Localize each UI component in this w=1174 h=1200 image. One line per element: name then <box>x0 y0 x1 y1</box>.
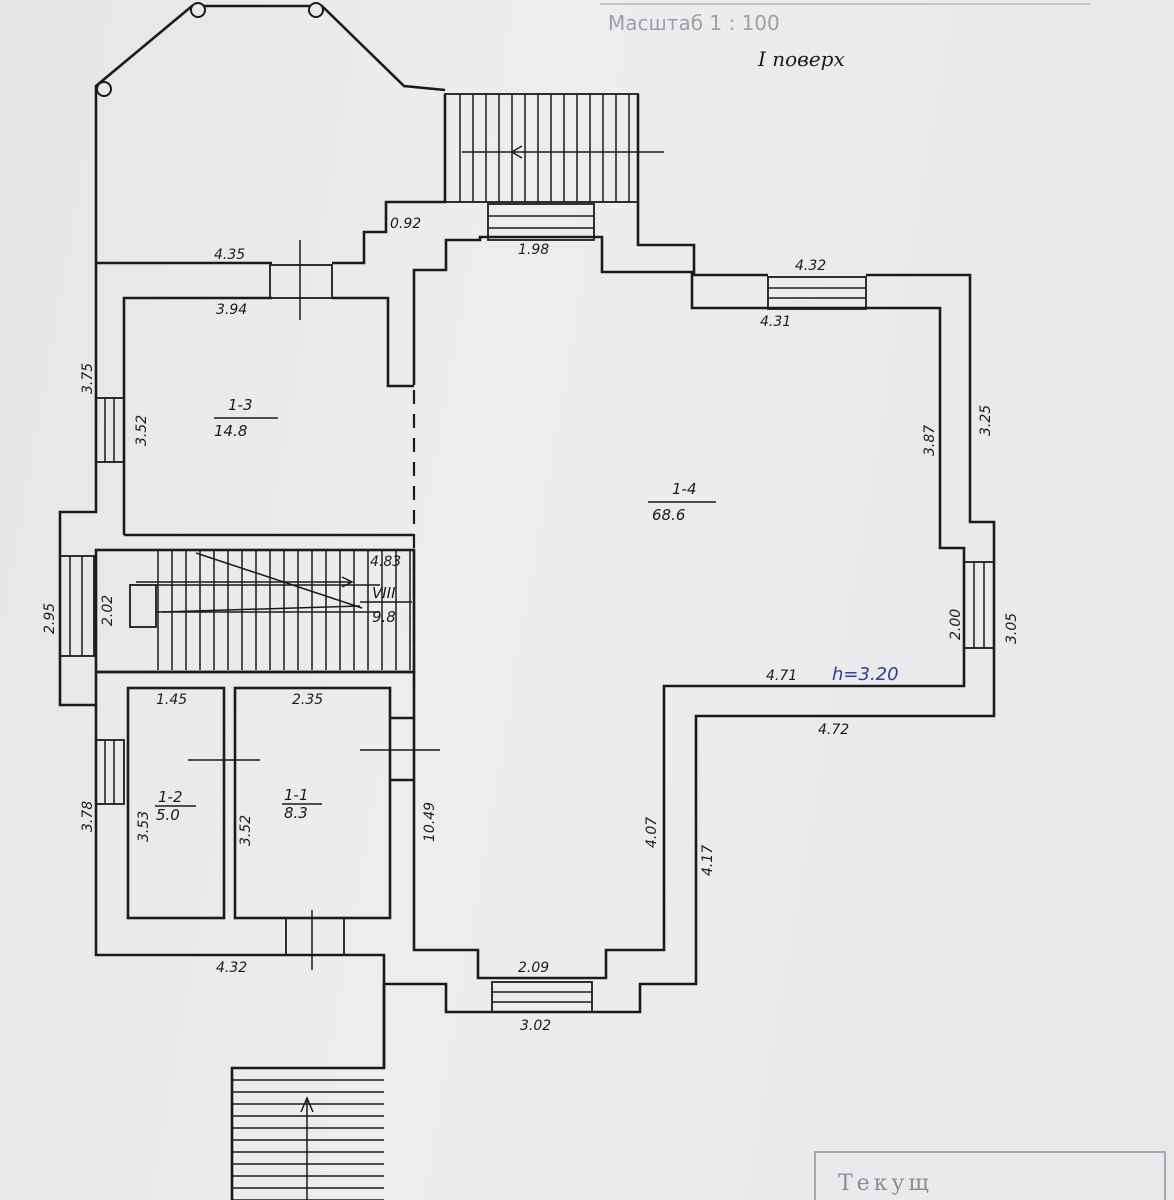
dim-2-02: 2.02 <box>100 595 116 626</box>
dim-3-52-top: 3.52 <box>134 415 150 446</box>
dim-4-17: 4.17 <box>700 845 716 876</box>
room-2-outline <box>126 686 226 920</box>
dim-4-83: 4.83 <box>370 554 401 570</box>
room-4-area: 68.6 <box>652 506 685 524</box>
dim-0-92: 0.92 <box>390 216 421 232</box>
outer-wall-top <box>96 94 447 265</box>
dim-3-52-bottom: 3.52 <box>238 815 254 846</box>
scale-label: Масштаб 1 : 100 <box>608 11 780 35</box>
dim-4-31: 4.31 <box>760 314 791 330</box>
dim-3-25: 3.25 <box>978 405 994 436</box>
room-3-area: 14.8 <box>214 422 247 440</box>
title-block-text: Текущ <box>838 1171 933 1196</box>
rooms-1-2-wall <box>94 670 416 705</box>
dim-3-75: 3.75 <box>80 363 96 394</box>
room-3-wall <box>122 296 414 535</box>
dim-4-35: 4.35 <box>214 247 245 263</box>
dim-2-00: 2.00 <box>948 609 964 640</box>
room-4-inner-wall <box>412 235 966 980</box>
floor-label: I поверх <box>757 47 845 71</box>
top-stair <box>444 93 664 241</box>
entrance-stair <box>232 1079 384 1200</box>
dim-3-94: 3.94 <box>216 302 247 318</box>
dim-3-05: 3.05 <box>1004 613 1020 644</box>
dim-2-95: 2.95 <box>42 603 58 634</box>
outer-wall-right <box>382 94 996 1068</box>
room-viii-number: VIII <box>372 584 396 602</box>
room-1-number: 1-1 <box>284 786 309 804</box>
dim-4-07: 4.07 <box>644 817 660 848</box>
room-4-number: 1-4 <box>672 480 697 498</box>
dim-4-32-top: 4.32 <box>795 258 826 274</box>
dim-4-71: 4.71 <box>766 668 797 684</box>
dim-1-98: 1.98 <box>518 242 549 258</box>
room-1-area: 8.3 <box>284 804 308 822</box>
internal-stair <box>94 548 416 674</box>
veranda-outline <box>94 4 446 263</box>
room-2-area: 5.0 <box>156 806 180 824</box>
dim-4-32-bottom: 4.32 <box>216 960 247 976</box>
dim-10-49: 10.49 <box>422 802 438 842</box>
dim-3-02: 3.02 <box>520 1018 551 1034</box>
room-1-outline <box>233 686 392 920</box>
dim-2-35: 2.35 <box>292 692 323 708</box>
dim-3-53: 3.53 <box>136 811 152 842</box>
outer-wall <box>58 263 386 1200</box>
dim-4-72: 4.72 <box>818 722 849 738</box>
title-block-frame <box>814 1151 1166 1200</box>
ceiling-height-note: h=3.20 <box>832 664 899 685</box>
dim-3-87: 3.87 <box>922 425 938 456</box>
room-viii-area: 9.8 <box>372 608 396 626</box>
dim-2-09: 2.09 <box>518 960 549 976</box>
room-2-number: 1-2 <box>158 788 183 806</box>
dim-1-45: 1.45 <box>156 692 187 708</box>
dim-3-78: 3.78 <box>80 801 96 832</box>
room-3-number: 1-3 <box>228 396 253 414</box>
